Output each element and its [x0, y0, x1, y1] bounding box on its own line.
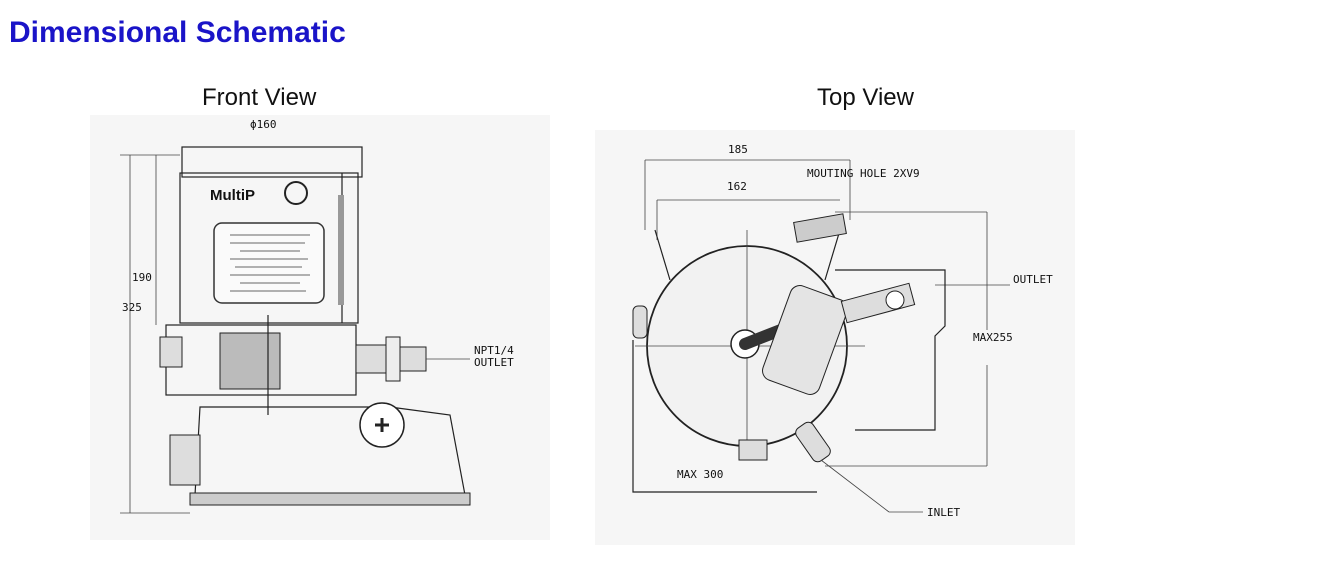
side-fitting	[159, 336, 183, 368]
outlet-outline	[835, 269, 946, 431]
mounting-hole-label: MOUTING HOLE 2XV9	[807, 167, 920, 180]
page-title: Dimensional Schematic	[9, 16, 346, 49]
top-view-title: Top View	[817, 84, 914, 111]
reservoir-body	[179, 172, 359, 324]
inlet-fitting	[795, 421, 831, 463]
bottom-fitting	[738, 439, 768, 461]
mounting-hole-block	[793, 213, 847, 243]
max300-label: MAX 300	[677, 468, 723, 481]
width-162-label: 162	[727, 180, 747, 193]
electrical-connector	[169, 434, 201, 486]
front-view-background	[90, 115, 550, 540]
level-window	[338, 195, 344, 305]
height-325-label: 325	[122, 301, 142, 314]
outlet-label: OUTLET	[1013, 273, 1053, 286]
brand-logo-text: MultiP	[210, 187, 255, 204]
front-view-drawing: ϕ160 190 325 MultiP NPT1/4 OUTLET	[90, 115, 550, 540]
pump-element	[762, 285, 848, 395]
max300-bounding-line	[632, 340, 817, 493]
max255-label: MAX255	[973, 331, 1013, 344]
reservoir-cap	[181, 146, 363, 178]
side-knob	[632, 305, 648, 339]
front-view-title: Front View	[202, 84, 317, 111]
brand-emblem-icon	[284, 181, 308, 205]
npt-label: NPT1/4	[474, 344, 514, 357]
top-view-drawing: 185 162 MOUTING HOLE 2XV9 OUTLET MAX255 …	[595, 130, 1075, 545]
diameter-label: ϕ160	[250, 118, 277, 131]
outlet-label: OUTLET	[474, 356, 514, 369]
width-185-label: 185	[728, 143, 748, 156]
base-cross-mark	[375, 418, 389, 432]
outlet-fitting	[399, 346, 427, 372]
outlet-nut	[385, 336, 401, 382]
outlet-nut	[885, 290, 905, 310]
outlet-body	[355, 344, 387, 374]
mounting-brackets	[654, 229, 841, 281]
inlet-label: INLET	[927, 506, 960, 519]
piston-assembly	[219, 332, 281, 390]
inlet-leader	[820, 459, 890, 513]
height-190-label: 190	[132, 271, 152, 284]
base-plate	[189, 492, 471, 506]
